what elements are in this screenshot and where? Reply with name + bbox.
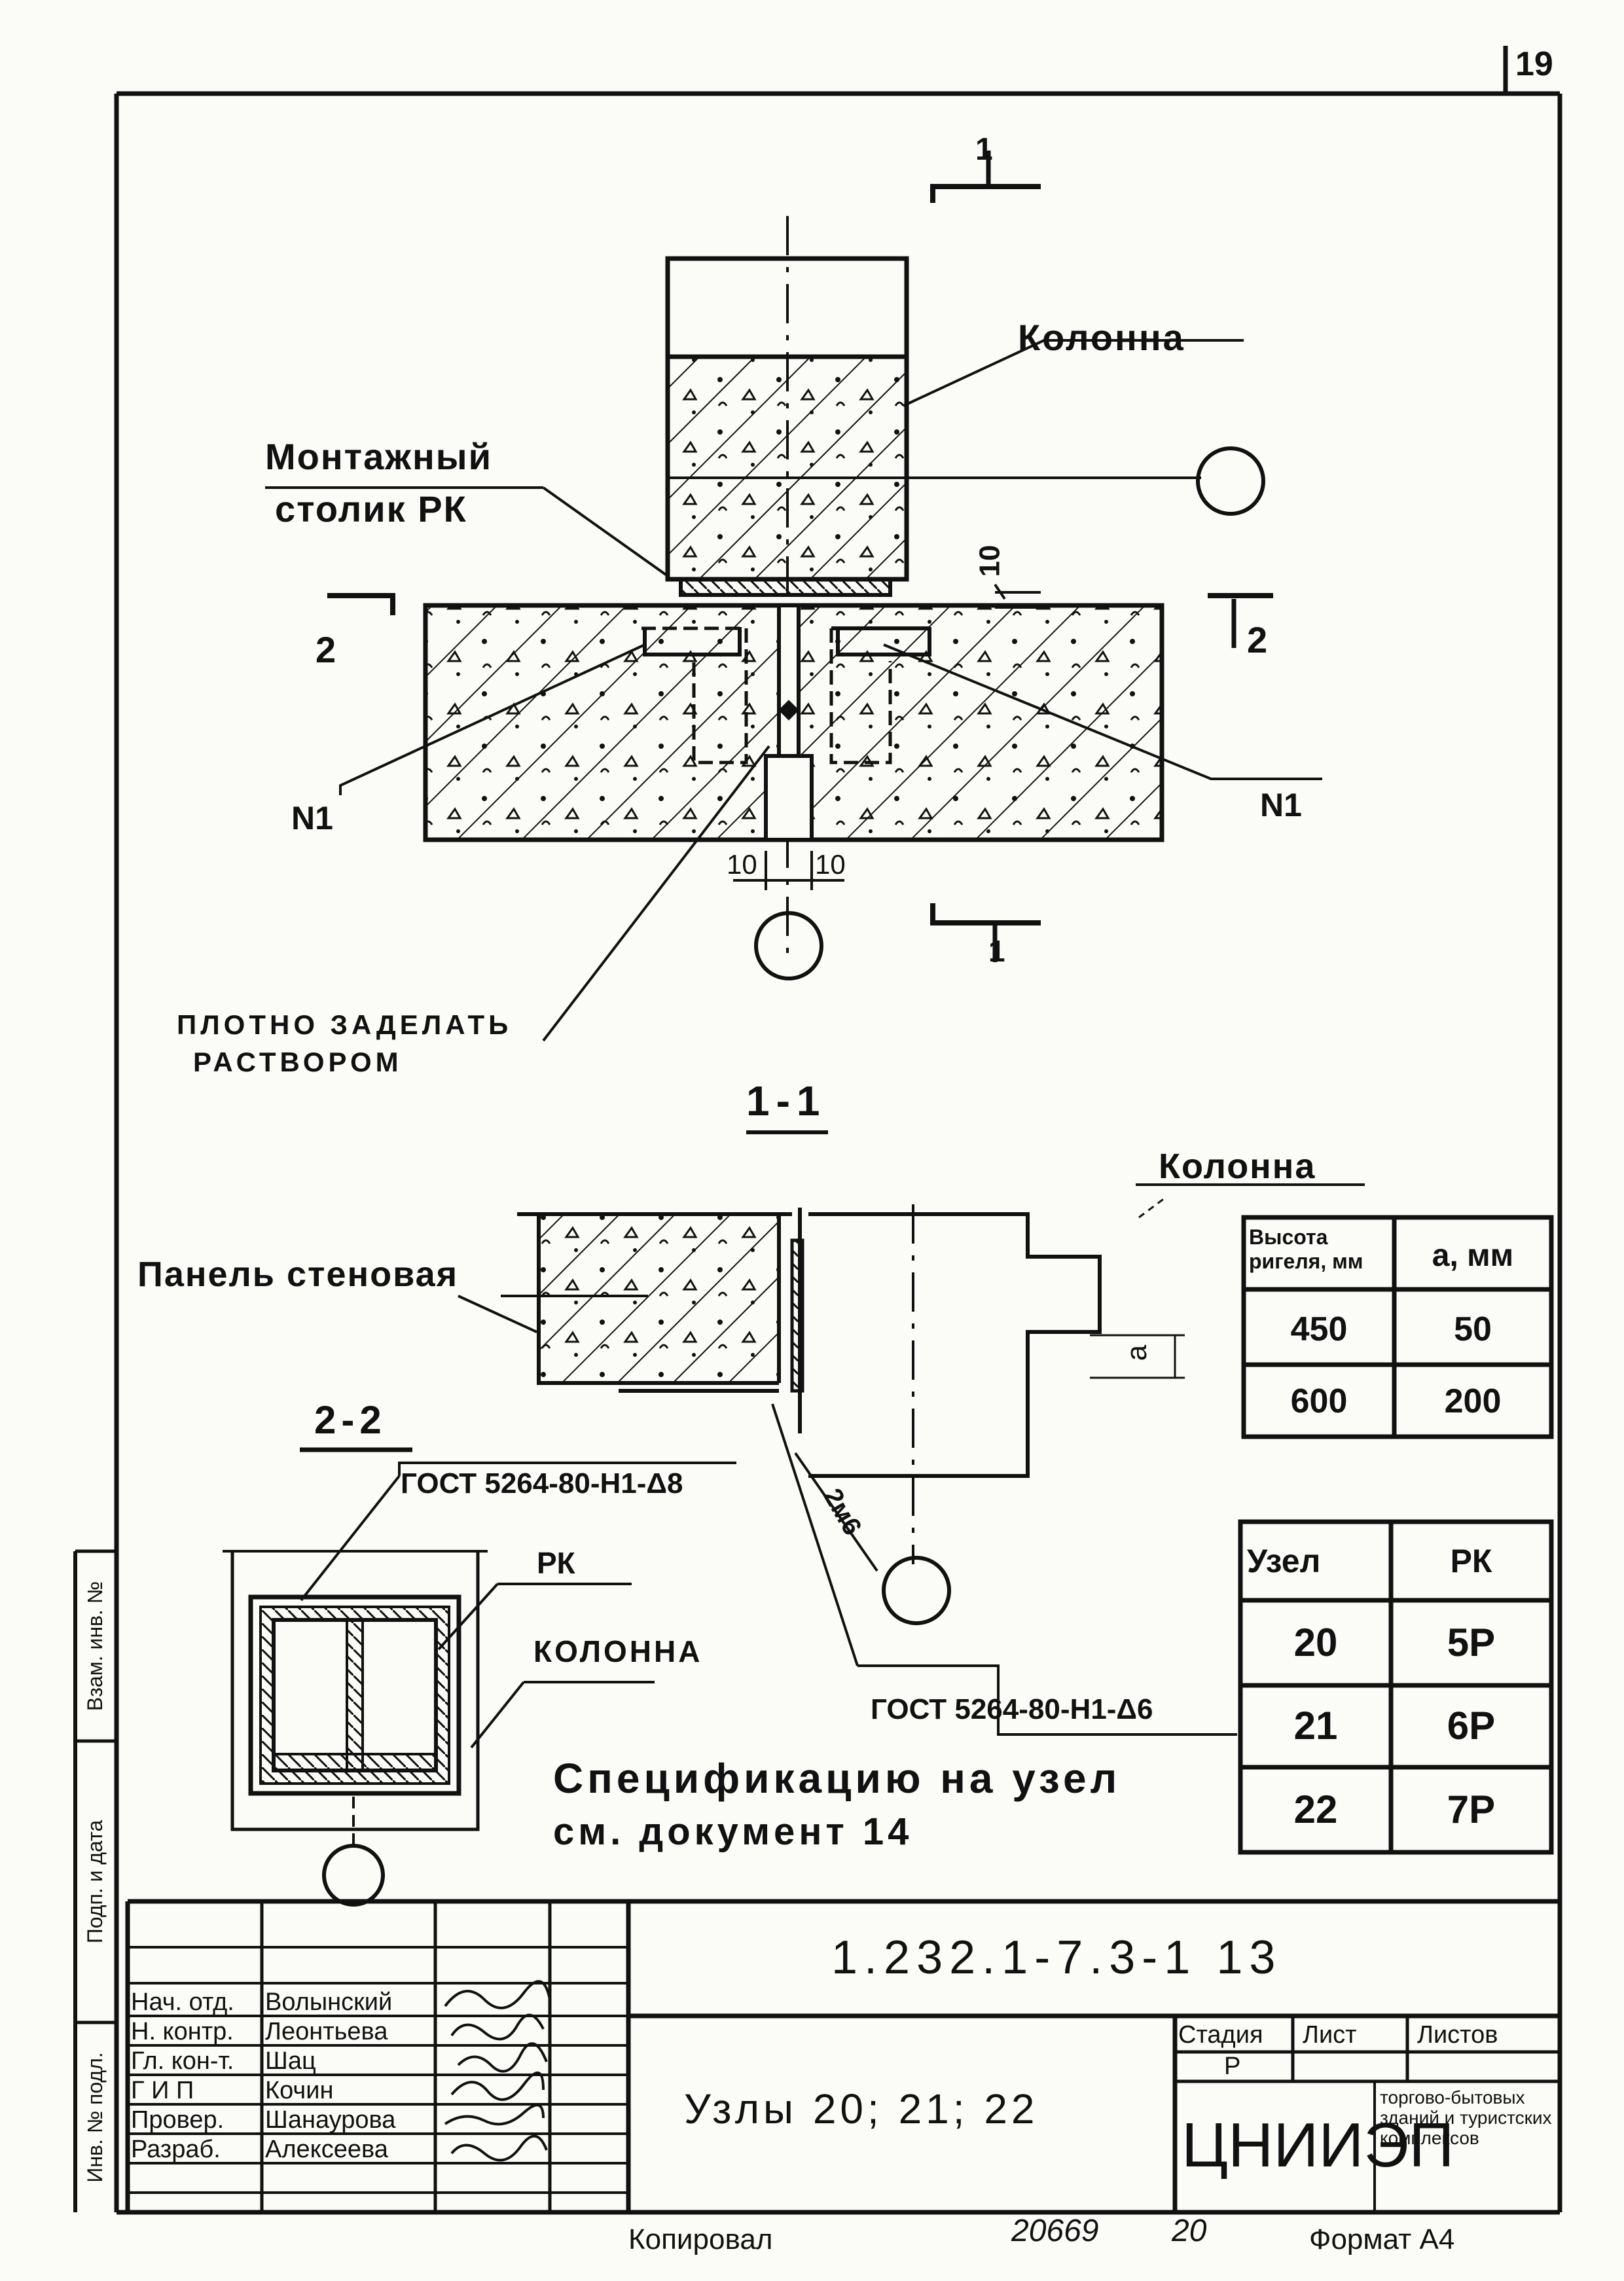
section-mark-2-right: 2 (1247, 619, 1268, 660)
grout-note-line2: РАСТВОРОМ (193, 1047, 403, 1077)
section-mark-1-bottom: 1 (988, 934, 1005, 968)
mounting-label-line2: столик РК (275, 488, 467, 530)
table-a-header-right: a, мм (1432, 1238, 1514, 1273)
role-2: Н. контр. (131, 2018, 234, 2045)
table-node-header-left: Узел (1247, 1543, 1321, 1579)
role-1: Нач. отд. (131, 1988, 234, 2016)
name-4: Кочин (265, 2077, 334, 2104)
margin-label-2: Подп. и дата (83, 1820, 107, 1944)
wall-panel-label: Панель стеновая (137, 1255, 459, 1294)
table-node-row3-node: 22 (1293, 1787, 1338, 1831)
role-4: Г И П (131, 2077, 194, 2104)
dim-10-left: 10 (727, 849, 757, 880)
rk-label: РК (537, 1546, 575, 1580)
name-5: Шанаурова (265, 2106, 396, 2134)
elevation-drawing (458, 1183, 1365, 1736)
table-node-row2-node: 21 (1293, 1704, 1338, 1748)
column-label-2: Колонна (1159, 1147, 1316, 1186)
table-node-grid (1238, 1519, 1554, 1855)
org-logo: ЦНИИЭП (1182, 2110, 1454, 2180)
table-a-grid (1241, 1215, 1554, 1439)
role-6: Разраб. (131, 2136, 221, 2163)
section-mark-1-top: 1 (975, 132, 993, 167)
copy-label: Копировал (628, 2223, 773, 2255)
table-a-row1-a: 50 (1454, 1310, 1492, 1348)
column-label: Колонна (1018, 317, 1185, 358)
sheet-label: Лист (1303, 2021, 1357, 2049)
table-a-header-left: Высота ригеля, мм (1249, 1225, 1363, 1273)
section-1-1-title: 1-1 (746, 1077, 827, 1124)
section-2-2-drawing (223, 1447, 736, 1907)
kolonna-label-3: КОЛОННА (533, 1634, 703, 1668)
margin-label-3: Инв. № подл. (83, 2052, 107, 2183)
dim-10-top: 10 (973, 545, 1006, 577)
n1-right-label: N1 (1260, 787, 1302, 823)
dim-10-right: 10 (815, 849, 846, 880)
dim-a-label: a (1121, 1344, 1153, 1361)
role-3: Гл. кон-т. (131, 2047, 234, 2075)
name-6: Алексеева (265, 2136, 388, 2163)
weld-label-1: ГОСТ 5264-80-Н1-Δ8 (401, 1467, 683, 1500)
spec-note-line1: Спецификацию на узел (553, 1755, 1121, 1802)
table-a-row1-h: 450 (1290, 1310, 1348, 1348)
table-node-row2-rk: 6Р (1447, 1704, 1496, 1748)
sheets-label: Листов (1417, 2021, 1498, 2049)
table-node-header-right: РК (1450, 1543, 1492, 1579)
org-desc: торгово-бытовых зданий и туристских комп… (1380, 2087, 1552, 2148)
section-2-2-title: 2-2 (314, 1398, 387, 1442)
sheet-title: Узлы 20; 21; 22 (684, 2085, 1039, 2132)
section-mark-2-left: 2 (316, 629, 336, 670)
table-a-row2-h: 600 (1290, 1382, 1348, 1420)
page-number: 20 (1172, 2214, 1207, 2248)
name-3: Шац (265, 2047, 316, 2075)
grout-note-line1: ПЛОТНО ЗАДЕЛАТЬ (177, 1009, 513, 1040)
table-node-row3-rk: 7Р (1447, 1787, 1496, 1831)
table-node-row1-node: 20 (1293, 1621, 1338, 1664)
table-a-row2-a: 200 (1444, 1382, 1502, 1420)
corner-mark: 19 (1515, 45, 1553, 83)
section-1-1-drawing (265, 151, 1322, 1134)
copy-number: 20669 (1011, 2214, 1099, 2248)
n1-left-label: N1 (291, 800, 333, 836)
name-1: Волынский (265, 1988, 393, 2016)
name-2: Леонтьева (265, 2018, 388, 2045)
weld-label-2: ГОСТ 5264-80-Н1-Δ6 (871, 1693, 1153, 1725)
format-label: Формат А4 (1309, 2223, 1455, 2255)
signature-marks (444, 1980, 551, 2162)
stage-value: Р (1224, 2053, 1241, 2080)
sheet-frame (114, 46, 1562, 2215)
mounting-label-line1: Монтажный (265, 436, 493, 477)
spec-note-line2: см. документ 14 (553, 1810, 913, 1853)
table-node-row1-rk: 5Р (1447, 1621, 1496, 1664)
doc-code: 1.232.1-7.3-1 13 (831, 1931, 1282, 1984)
role-5: Провер. (131, 2106, 225, 2134)
left-margin-grid (73, 1549, 117, 2212)
stage-label: Стадия (1178, 2021, 1263, 2049)
margin-label-1: Взам. инв. № (83, 1581, 107, 1712)
title-block-grid (125, 1899, 1560, 2212)
